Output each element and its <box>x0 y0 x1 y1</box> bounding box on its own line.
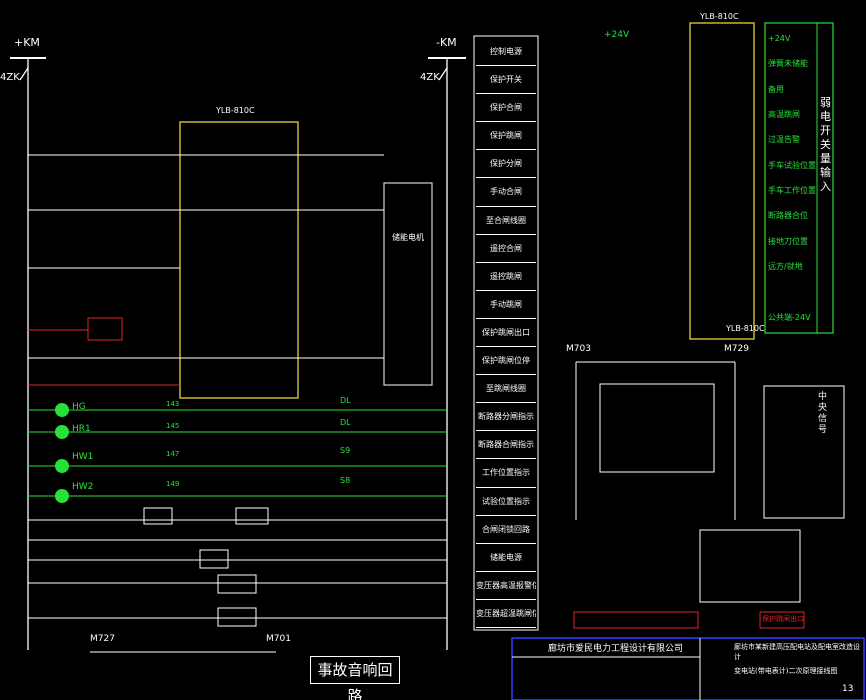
middle-column-item: 保护分闸 <box>476 150 536 179</box>
lamp-contact-label: DL <box>340 418 351 427</box>
middle-column-item: 保护合闸 <box>476 94 536 123</box>
right-table-row: 接地刀位置 <box>768 236 808 246</box>
right-relay-title: YLB-810C <box>700 12 739 21</box>
lamp-wire-number: 149 <box>166 480 180 488</box>
right-table-row: 断路器合位 <box>768 211 808 221</box>
middle-column-item: 合闸闭锁回路 <box>476 516 536 544</box>
minus-km-label: -KM <box>436 36 457 49</box>
sel-text: 储能电机 <box>392 233 424 242</box>
sheet-number: 13 <box>842 684 854 694</box>
right-table-row: 公共端-24V <box>768 312 811 322</box>
lamp-label: HG <box>72 402 86 412</box>
lamp-wire-number: 147 <box>166 450 180 458</box>
right-table-row: 弹簧未储能 <box>768 59 808 69</box>
middle-column-item: 至跳闸线圈 <box>476 375 536 404</box>
middle-column-item: 至合闸线圈 <box>476 207 536 235</box>
right-table-row: +24V <box>768 34 791 43</box>
m703-label: M703 <box>566 344 591 354</box>
middle-column-frame <box>473 35 539 631</box>
right-table-row: 远方/就地 <box>768 262 803 271</box>
lamp-label: HR1 <box>72 424 91 434</box>
middle-column-item: 变压器超温跳闸信号 <box>476 600 536 628</box>
lamp-wire-number: 143 <box>166 400 180 408</box>
lamp-contact-label: S8 <box>340 476 351 485</box>
m729-label: M729 <box>724 344 749 354</box>
switch-left-label: 4ZK <box>0 72 20 83</box>
plus-km-label: +KM <box>14 36 40 49</box>
middle-column-item: 手动合闸 <box>476 178 536 207</box>
right-table-row: 高温跳闸 <box>768 110 800 119</box>
red-strip-label: 保护跳闸出口 <box>762 615 804 623</box>
lamp-contact-label: S9 <box>340 446 351 455</box>
lamp-wire-number: 145 <box>166 422 180 430</box>
m727-label: M727 <box>90 634 115 644</box>
switch-right-label: 4ZK <box>420 72 440 83</box>
right-table-row: 过温告警 <box>768 135 800 145</box>
right-table-side: 弱电开关量输入 <box>820 96 831 193</box>
lamp-label: HW2 <box>72 482 94 492</box>
caption-box: 事故音响回路 <box>310 656 400 700</box>
middle-column-item: 变压器高温报警信号 <box>476 572 536 600</box>
m701-label: M701 <box>266 634 291 644</box>
middle-column-item: 手动跳闸 <box>476 291 536 319</box>
middle-column-item: 断路器合闸指示 <box>476 431 536 460</box>
middle-column-item: 保护跳闸 <box>476 122 536 151</box>
right-table-row: 手车工作位置 <box>768 186 816 195</box>
middle-column-item: 试验位置指示 <box>476 488 536 516</box>
right-relay-model: YLB-810C <box>726 324 765 333</box>
right-table-row <box>768 279 816 304</box>
right-table-row: 手车试验位置 <box>768 160 816 170</box>
lamp-label: HW1 <box>72 452 94 462</box>
middle-column-item: 控制电源 <box>476 38 536 67</box>
right-table-row: 备用 <box>768 84 784 94</box>
middle-column-item: 保护跳闸出口 <box>476 319 536 348</box>
middle-column-item: 保护跳闸位停 <box>476 347 536 376</box>
middle-column-item: 断路器分闸指示 <box>476 403 536 432</box>
plus24-label: +24V <box>604 30 630 40</box>
middle-column-item: 遥控合闸 <box>476 235 536 263</box>
project-text: 廊坊市某新建高压配电站及配电室改造设计 <box>734 643 860 661</box>
lamp-contact-label: DL <box>340 396 351 405</box>
right-relay-frame <box>689 22 755 340</box>
signal-side: 中央信号 <box>818 392 828 435</box>
drawing-text: 变电站(带电表计)二次原理接线图 <box>734 667 838 675</box>
company-name: 廊坊市爱民电力工程设计有限公司 <box>548 644 684 654</box>
relay-box-frame <box>179 121 299 399</box>
middle-column-item: 遥控跳闸 <box>476 263 536 291</box>
relay-box-title: YLB-810C <box>216 106 255 115</box>
middle-column-item: 储能电源 <box>476 544 536 572</box>
middle-column-item: 工作位置指示 <box>476 459 536 488</box>
middle-column-item: 保护开关 <box>476 66 536 95</box>
